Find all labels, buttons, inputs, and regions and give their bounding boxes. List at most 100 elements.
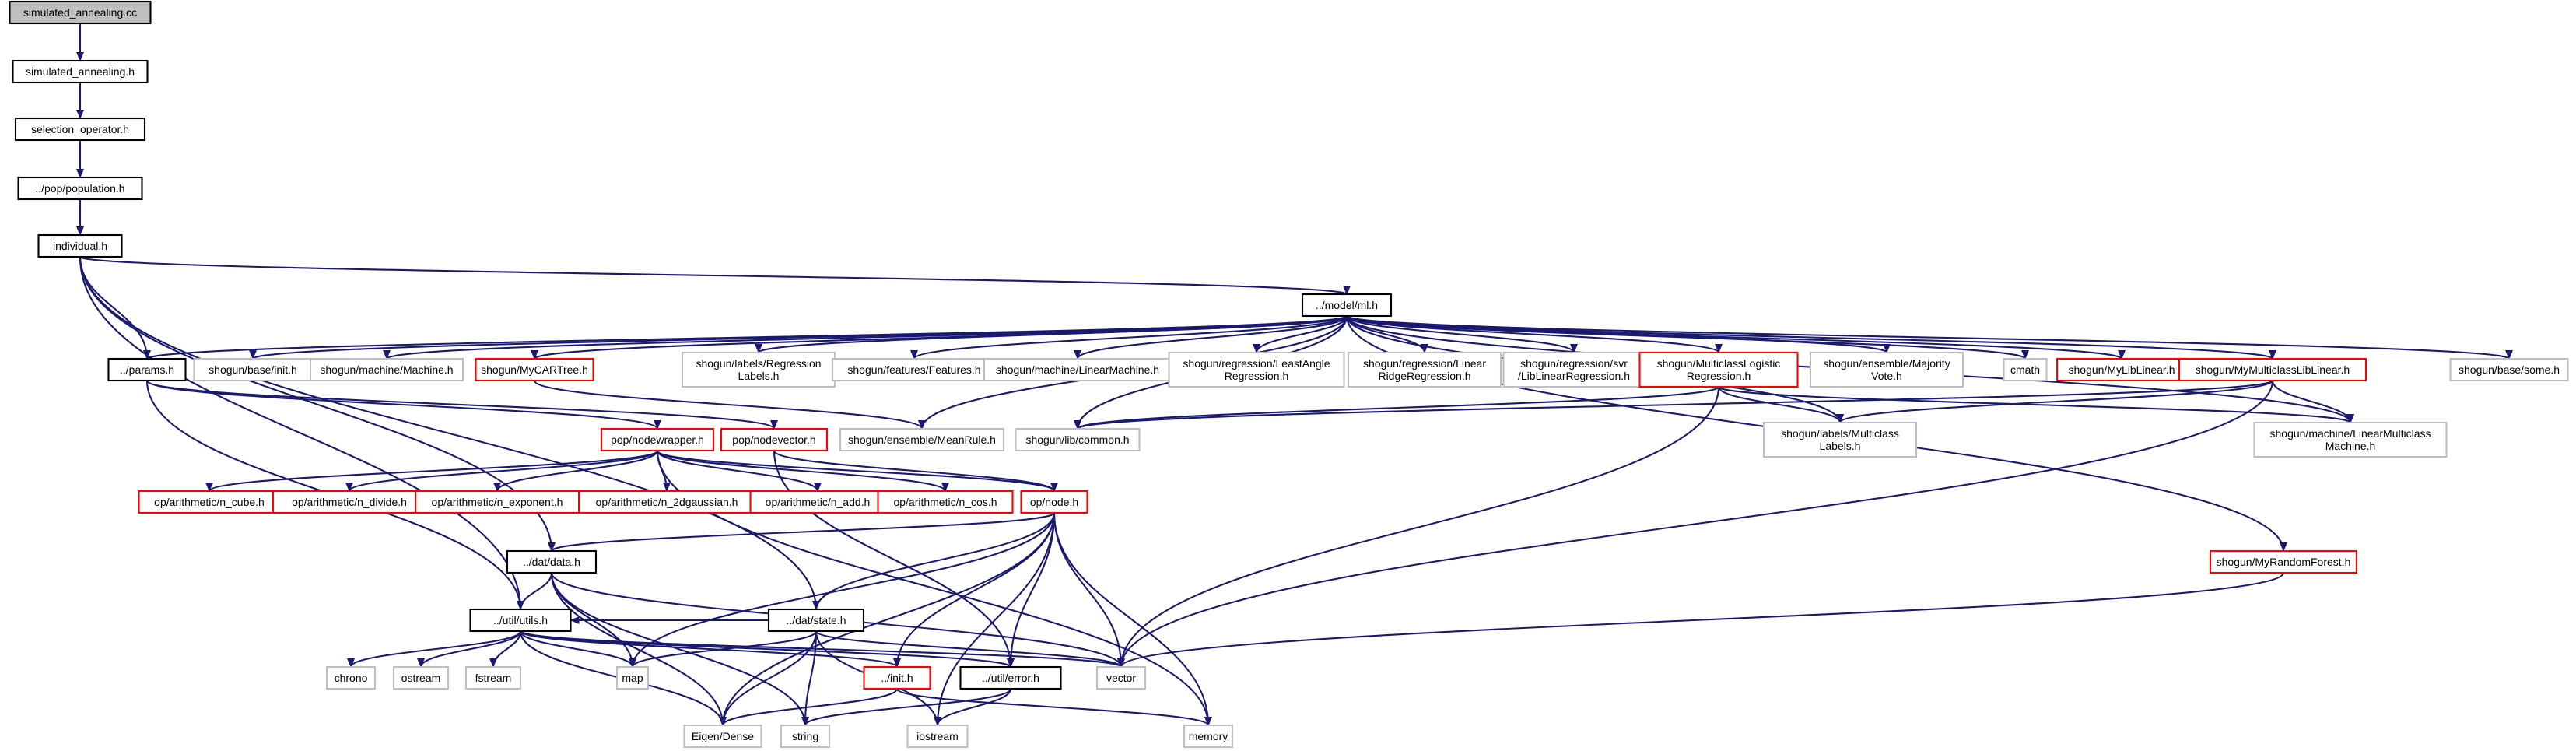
node-box [1301,293,1393,318]
edge-mymulticlassliblinear-to-linearmulticlassmachine [2271,380,2354,423]
node-box [464,665,522,690]
node-simulated_annealing_h[interactable]: simulated_annealing.h [12,59,149,84]
node-map: map [615,665,650,690]
edge-nodewrapper-to-n_exponent [493,450,659,492]
node-label: op/arithmetic/n_2dgaussian.h [596,496,738,508]
node-n_exponent[interactable]: op/arithmetic/n_exponent.h [414,490,580,514]
edge-mymulticlassliblinear-to-vector [1117,380,2274,668]
node-label: Regression.h [1225,370,1289,382]
node-label: iostream [916,730,959,742]
node-label: Regression.h [1687,370,1751,382]
node-shogun_some: shogun/base/some.h [2449,357,2569,382]
node-label: op/arithmetic/n_exponent.h [432,496,563,508]
node-box [1502,351,1645,388]
node-label: shogun/MyMulticlassLibLinear.h [2196,363,2350,376]
node-meanrule: shogun/ensemble/MeanRule.h [839,427,1005,452]
node-label: op/node.h [1030,496,1078,508]
node-state_h[interactable]: ../dat/state.h [767,608,865,633]
node-label: pop/nodevector.h [732,433,815,446]
node-label: op/arithmetic/n_add.h [766,496,871,508]
node-init_h[interactable]: ../init.h [863,665,931,690]
node-node_h[interactable]: op/node.h [1020,490,1088,514]
node-label: shogun/lib/common.h [1025,433,1129,446]
node-box [877,490,1014,514]
node-box [578,490,755,514]
node-common_h: shogun/lib/common.h [1015,427,1141,452]
node-box [683,724,762,749]
node-params_h[interactable]: ../params.h [107,357,187,382]
edge-nodewrapper-to-n_cube [205,450,659,492]
node-label: shogun/labels/Regression [696,357,821,370]
node-ostream: ostream [392,665,450,690]
node-label: shogun/regression/svr [1520,357,1628,370]
node-n_2dgaussian[interactable]: op/arithmetic/n_2dgaussian.h [578,490,755,514]
edge-state_h-to-map [629,630,818,668]
node-n_cos[interactable]: op/arithmetic/n_cos.h [877,490,1014,514]
edge-state_h-to-eigen_dense [719,630,818,726]
node-label: op/arithmetic/n_cube.h [154,496,265,508]
edge-mymulticlassliblinear-to-common_h [1074,380,2274,430]
node-box [107,357,187,382]
node-box [2253,421,2448,458]
edge-multiclasslogistic-to-multiclass_labels [1717,386,1844,423]
edge-ml_h-to-shogun_some [1345,315,2513,360]
node-selection_operator_h[interactable]: selection_operator.h [14,117,146,142]
edge-params_h-to-nodevector [145,380,778,430]
node-label: shogun/MyLibLinear.h [2069,363,2175,376]
node-mycarttree[interactable]: shogun/MyCARTree.h [475,357,594,382]
node-n_cube[interactable]: op/arithmetic/n_cube.h [138,490,281,514]
node-box [325,665,377,690]
node-label: ../init.h [881,672,913,684]
node-nodevector[interactable]: pop/nodevector.h [720,427,829,452]
edge-node_h-to-data_h [548,512,1056,552]
node-simulated_annealing_cc[interactable]: simulated_annealing.cc [9,0,152,25]
node-n_add[interactable]: op/arithmetic/n_add.h [749,490,886,514]
node-box [12,59,149,84]
node-box [392,665,450,690]
node-label: Labels.h [1820,440,1861,452]
node-linearmachine: shogun/machine/LinearMachine.h [983,357,1172,382]
node-myliblinear[interactable]: shogun/MyLibLinear.h [2056,357,2188,382]
node-label: op/arithmetic/n_divide.h [292,496,407,508]
node-individual_h[interactable]: individual.h [37,233,123,258]
node-box [469,608,572,633]
node-label: simulated_annealing.cc [23,6,137,19]
edge-nodevector-to-node_h [773,450,1058,492]
node-box [138,490,281,514]
node-label: shogun/base/some.h [2459,363,2560,376]
node-label: Vote.h [1871,370,1902,382]
edge-nodewrapper-to-n_add [656,450,822,492]
edge-multiclasslogistic-to-linearmulticlassmachine [1717,386,2354,423]
node-label: ../dat/data.h [523,556,580,568]
edge-multiclasslogistic-to-vector [1117,386,1720,668]
node-box [1015,427,1141,452]
node-label: ../params.h [120,363,174,376]
node-label: string [792,730,818,742]
node-box [831,357,997,382]
node-box [863,665,931,690]
node-label: shogun/regression/LeastAngle [1183,357,1330,370]
node-data_h[interactable]: ../dat/data.h [506,549,598,574]
node-error_h[interactable]: ../util/error.h [959,665,1062,690]
node-myrandomforest[interactable]: shogun/MyRandomForest.h [2209,549,2358,574]
node-population_h[interactable]: ../pop/population.h [17,176,143,201]
node-label: RidgeRegression.h [1378,370,1470,382]
node-box [506,549,598,574]
node-box [600,427,715,452]
edge-utils_h-to-ostream [417,630,522,668]
node-ml_h[interactable]: ../model/ml.h [1301,293,1393,318]
node-box [193,357,313,382]
node-mymulticlassliblinear[interactable]: shogun/MyMulticlassLibLinear.h [2178,357,2367,382]
node-n_divide[interactable]: op/arithmetic/n_divide.h [272,490,427,514]
node-nodewrapper[interactable]: pop/nodewrapper.h [600,427,715,452]
node-box [839,427,1005,452]
edge-layer [76,23,2513,726]
edge-nodewrapper-to-node_h [656,450,1058,492]
node-label: cmath [2010,363,2040,376]
node-utils_h[interactable]: ../util/utils.h [469,608,572,633]
